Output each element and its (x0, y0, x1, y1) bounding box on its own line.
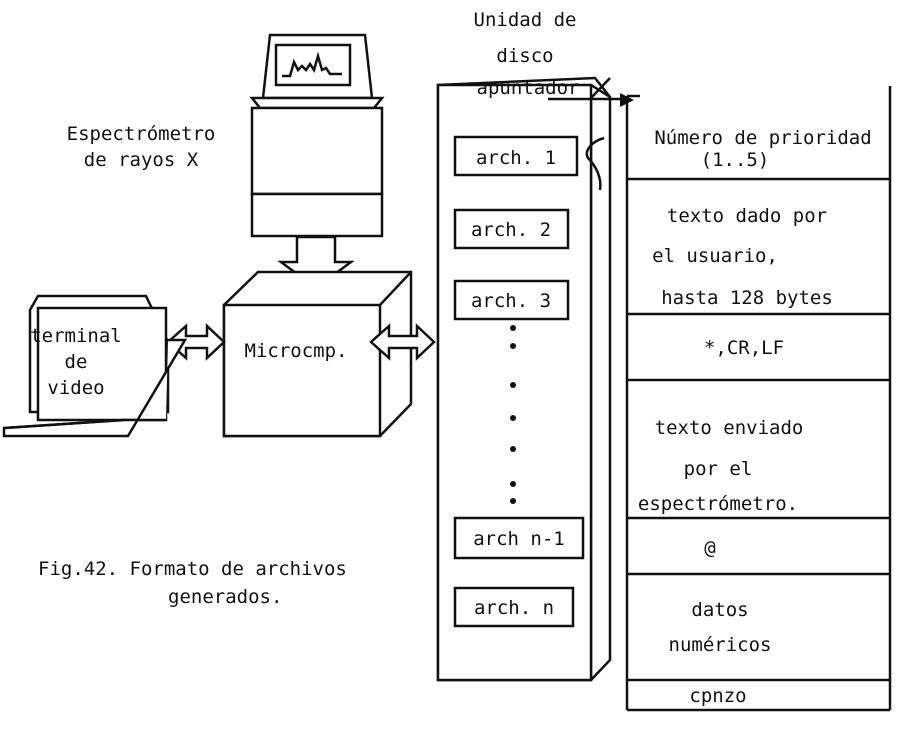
video-terminal-device (2, 294, 188, 438)
format-at-sign: @ (704, 537, 715, 559)
terminal-label-line3: video (47, 377, 104, 399)
format-spectrometer-text-line2: por el (684, 458, 753, 480)
format-numeric-line2: numéricos (669, 634, 772, 656)
format-cpnzo: cpnzo (689, 685, 746, 707)
file-box (453, 208, 570, 250)
format-spectrometer-text-line3: espectrómetro. (638, 493, 798, 515)
format-user-text-line2: el usuario, (652, 245, 778, 267)
file-box (453, 516, 585, 560)
file-box (453, 135, 579, 177)
microcomputer-box (222, 270, 413, 438)
format-numeric-line1: datos (691, 599, 748, 621)
ellipsis-dots (510, 325, 516, 504)
spectrometer-label-line1: Espectrómetro (67, 123, 216, 145)
spectrometer-label-line2: de rayos X (84, 149, 199, 171)
spectrum-trace-icon (282, 51, 342, 78)
file1-bracket (585, 136, 605, 191)
file-format-record (625, 86, 892, 712)
format-spectrometer-text-line1: texto enviado (655, 417, 804, 439)
file-label: arch. n (474, 597, 554, 619)
file-box (453, 586, 575, 628)
figure-caption-line2: generados. (168, 586, 282, 608)
file-label: arch. 1 (476, 147, 556, 169)
format-priority-line1: Número de prioridad (654, 127, 871, 149)
file-list: arch. 1 arch. 2 arch. 3 arch n-1 arch. n (453, 135, 585, 628)
microcomputer-label: Microcmp. (245, 340, 348, 362)
arrow-terminal-micro (166, 323, 226, 361)
pointer-label: apuntador (477, 77, 580, 99)
arrow-micro-disk (369, 323, 436, 361)
format-user-text-line3: hasta 128 bytes (661, 287, 833, 309)
file-label: arch. 2 (471, 219, 551, 241)
figure-caption-line1: Fig.42. Formato de archivos (38, 558, 347, 580)
spectrometer-device (249, 33, 385, 238)
format-user-text-line1: texto dado por (667, 205, 827, 227)
format-priority-line2: (1..5) (701, 149, 770, 171)
terminal-label-line1: terminal (30, 325, 122, 347)
file-box (453, 279, 570, 321)
disk-unit-label-line2: disco (496, 45, 553, 67)
terminal-label-line2: de (65, 351, 88, 373)
format-separator: *,CR,LF (704, 337, 784, 359)
file-label: arch n-1 (473, 528, 565, 550)
disk-unit-label-line1: Unidad de (474, 9, 577, 31)
file-label: arch. 3 (471, 290, 551, 312)
